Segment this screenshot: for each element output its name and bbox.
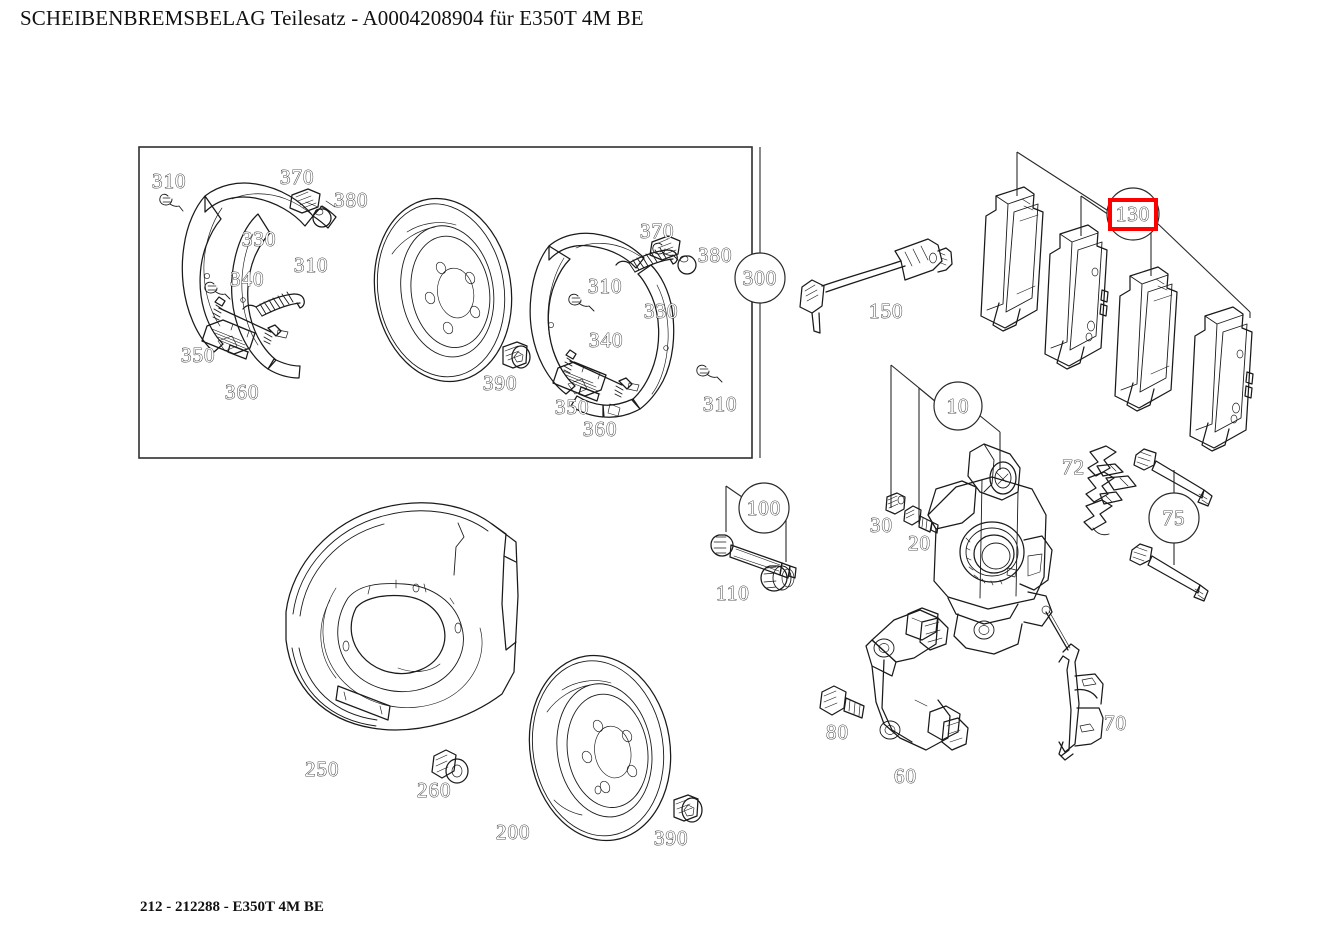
hold-down-spring-parts-left bbox=[159, 193, 231, 300]
part-label-return-spring-right: 330 bbox=[644, 299, 679, 323]
disc-locating-screw-lower bbox=[673, 794, 703, 823]
cap-part bbox=[885, 492, 906, 515]
parking-brake-group-box bbox=[138, 146, 753, 459]
caliper-bracket-bolt bbox=[819, 685, 865, 719]
part-label-hold-down-spring-right: 310 bbox=[588, 274, 623, 298]
callout-label-100: 100 bbox=[747, 496, 782, 520]
part-label-return-spring-left: 330 bbox=[242, 227, 277, 251]
callout-text-layer: 300 10 100 75 130 bbox=[742, 202, 1186, 531]
part-label-pad-retaining-spring: 70 bbox=[1104, 711, 1127, 735]
part-label-lever-left: 360 bbox=[225, 380, 260, 404]
part-label-guide-bushing: 110 bbox=[716, 581, 750, 605]
brake-shoe-right-assembly bbox=[529, 232, 675, 418]
bushing-left bbox=[312, 208, 332, 228]
brake-disc-rear-lower bbox=[528, 654, 672, 842]
guide-bushing-kit bbox=[710, 534, 797, 592]
disc-locating-screw-upper bbox=[502, 341, 531, 369]
part-label-hold-down-spring-left: 310 bbox=[294, 253, 329, 277]
page-footer: 212 - 212288 - E350T 4M BE bbox=[140, 899, 324, 915]
brake-disc-rear-upper bbox=[373, 197, 513, 383]
part-label-caliper-bracket-bolt: 80 bbox=[826, 720, 849, 744]
part-label-disc-locating-screw-upper: 390 bbox=[483, 371, 518, 395]
callout-bubble-75 bbox=[1148, 492, 1200, 544]
dust-shield-bolt bbox=[431, 749, 469, 784]
brake-pad-1 bbox=[980, 186, 1044, 332]
return-spring-right bbox=[615, 247, 678, 273]
brake-pad-3 bbox=[1114, 266, 1178, 412]
expander-right bbox=[552, 361, 607, 402]
part-label-hold-down-spring-upper-left: 310 bbox=[152, 169, 187, 193]
part-label-brake-dust-shield: 250 bbox=[305, 757, 340, 781]
callout-bubble-300 bbox=[734, 252, 786, 304]
part-label-disc-locating-screw-lower: 390 bbox=[654, 826, 689, 850]
part-label-cap: 30 bbox=[870, 513, 893, 537]
part-label-adjuster-left: 370 bbox=[280, 165, 315, 189]
adjuster-right bbox=[649, 235, 681, 261]
expander-left bbox=[201, 319, 256, 360]
part-label-expander-right: 350 bbox=[555, 395, 590, 419]
anti-rattle-spring bbox=[1083, 445, 1137, 536]
strut-right bbox=[563, 349, 640, 398]
part-label-caliper-carrier: 60 bbox=[894, 764, 917, 788]
brake-dust-shield-plate bbox=[285, 502, 519, 731]
guide-pin-lower bbox=[1129, 543, 1209, 602]
callout-130-leader bbox=[1016, 151, 1251, 318]
page-title: SCHEIBENBREMSBELAG Teilesatz - A00042089… bbox=[20, 6, 644, 30]
callout-10-leader bbox=[890, 364, 1001, 524]
part-label-adjuster-right: 370 bbox=[640, 219, 675, 243]
part-label-dust-shield-bolt: 260 bbox=[417, 778, 452, 802]
part-label-lever-right: 360 bbox=[583, 417, 618, 441]
callout-label-300: 300 bbox=[743, 266, 778, 290]
strut-left bbox=[212, 296, 289, 345]
bushing-right bbox=[677, 255, 697, 275]
return-spring-left bbox=[242, 291, 305, 317]
part-label-brake-disc: 200 bbox=[496, 820, 531, 844]
callout-label-130: 130 bbox=[1116, 202, 1151, 226]
part-label-bleeder-screw: 20 bbox=[908, 531, 931, 555]
part-label-hold-down-spring-lower-right: 310 bbox=[703, 392, 738, 416]
callout-bubbles bbox=[734, 187, 1200, 544]
part-label-expander-left: 350 bbox=[181, 343, 216, 367]
pad-retaining-spring bbox=[1041, 605, 1104, 761]
callout-bubble-10 bbox=[933, 381, 983, 431]
callout-100-leader bbox=[725, 485, 787, 562]
caliper-carrier-bracket bbox=[865, 607, 969, 751]
brake-pad-4 bbox=[1189, 306, 1254, 452]
part-label-strut-right: 340 bbox=[589, 328, 624, 352]
brake-pad-wear-sensor bbox=[799, 238, 953, 334]
part-label-strut-left: 340 bbox=[230, 267, 265, 291]
callout-bubble-100 bbox=[738, 482, 790, 534]
bleeder-screw bbox=[903, 505, 939, 534]
part-label-brake-pad-wear-sensor: 150 bbox=[869, 299, 904, 323]
guide-pin-upper bbox=[1133, 448, 1213, 507]
part-label-anti-rattle-spring: 72 bbox=[1062, 455, 1085, 479]
part-label-bushing-right: 380 bbox=[698, 243, 733, 267]
brake-pad-2 bbox=[1044, 224, 1109, 370]
brake-caliper-body bbox=[927, 443, 1053, 655]
callout-label-10: 10 bbox=[947, 394, 970, 418]
adjuster-left bbox=[289, 188, 321, 214]
part-label-bushing-left: 380 bbox=[334, 188, 369, 212]
callout-label-75: 75 bbox=[1163, 506, 1186, 530]
